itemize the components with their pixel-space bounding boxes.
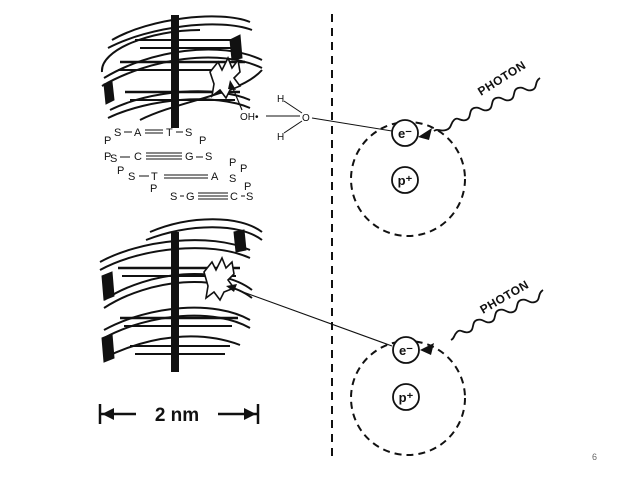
- base-label: G: [186, 191, 195, 203]
- sugar-label: S: [246, 191, 253, 203]
- base-label: G: [185, 151, 194, 163]
- phosphate-label: P: [199, 135, 206, 147]
- wavy-photon-line: [433, 77, 541, 132]
- wavy-photon-line: [450, 289, 544, 341]
- oxygen-label: O: [302, 113, 310, 124]
- sugar-label: S: [128, 171, 135, 183]
- proton-icon: [392, 383, 420, 411]
- page-number: 6: [592, 452, 598, 462]
- electron-label: e⁻: [398, 126, 412, 141]
- phosphate-label: P: [244, 181, 251, 193]
- base-label: C: [134, 151, 142, 163]
- photon-lower: PHOTON: [420, 277, 544, 355]
- proton-label: p⁺: [398, 173, 413, 188]
- radical-attack-arrow: [228, 80, 243, 111]
- atom-lower: e⁻ p⁺: [350, 336, 466, 456]
- electron-icon: [391, 119, 419, 147]
- phosphate-label: P: [117, 165, 124, 177]
- proton-icon: [391, 166, 419, 194]
- base-label: C: [230, 191, 238, 203]
- hydrogen-label: H: [277, 94, 284, 105]
- strand-break-lower: [203, 256, 236, 302]
- hydrogen-label: H: [277, 132, 284, 143]
- sugar-label: S: [110, 153, 117, 165]
- base-pair-sequence: P S A T S P S C G S P P P S T A: [104, 127, 253, 203]
- phosphate-label: P: [104, 151, 111, 163]
- base-label: T: [151, 171, 158, 183]
- water-molecule: H O H OH•: [240, 94, 310, 143]
- base-label: T: [166, 127, 173, 139]
- photon-arrowhead: [418, 128, 432, 140]
- sugar-label: S: [114, 127, 121, 139]
- proton-label: p⁺: [399, 390, 414, 405]
- electron-label: e⁻: [399, 343, 413, 358]
- base-label: A: [211, 171, 219, 183]
- dna-helix-lower: [99, 218, 263, 372]
- ionization-line: [311, 117, 393, 132]
- atom-upper: e⁻ p⁺: [311, 117, 466, 237]
- electron-icon: [392, 336, 420, 364]
- hydroxyl-radical-label: OH•: [240, 112, 259, 123]
- direct-hit-arrow: [226, 284, 393, 347]
- scale-bar: 2 nm: [98, 404, 260, 426]
- sugar-label: S: [205, 151, 212, 163]
- photon-label: PHOTON: [475, 58, 528, 99]
- sugar-label: S: [185, 127, 192, 139]
- photon-upper: PHOTON: [418, 58, 541, 140]
- bond-line: [283, 100, 303, 114]
- base-label: A: [134, 127, 142, 139]
- scale-label: 2 nm: [155, 405, 199, 426]
- phosphate-label: P: [240, 163, 247, 175]
- sugar-label: S: [229, 173, 236, 185]
- bond-line: [283, 120, 303, 134]
- phosphate-label: P: [104, 135, 111, 147]
- phosphate-label: P: [150, 183, 157, 195]
- sugar-label: S: [170, 191, 177, 203]
- photon-arrowhead: [420, 343, 434, 355]
- phosphate-label: P: [229, 157, 236, 169]
- dna-helix-upper: [100, 15, 263, 128]
